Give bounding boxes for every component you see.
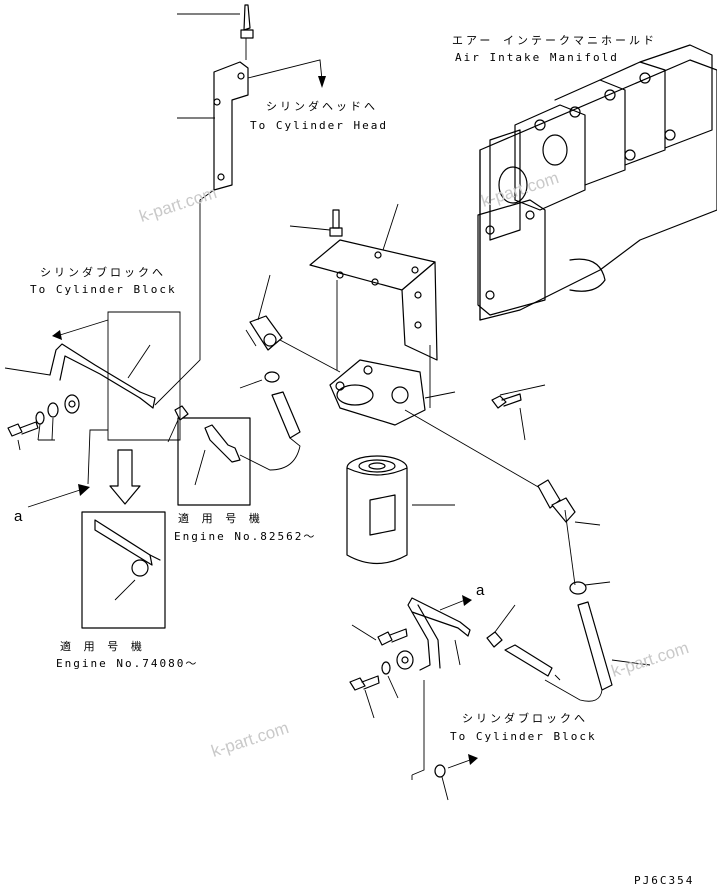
- label-head-jp: シリンダヘッドへ: [266, 100, 378, 113]
- down-arrow: [109, 449, 141, 505]
- lower-bolt-lower: [349, 675, 380, 719]
- drawing-code: PJ6C354: [634, 874, 695, 887]
- label-applic-jp-2: 適 用 号 機: [60, 640, 145, 653]
- right-bolt-upper: [491, 384, 546, 441]
- filter-bracket: [289, 203, 438, 370]
- label-block-jp-right: シリンダブロックへ: [462, 712, 588, 725]
- filter-head: [279, 339, 541, 489]
- upper-left-fitting: [245, 274, 283, 351]
- label-head-en: To Cylinder Head: [250, 119, 388, 132]
- lower-bolt-upper: [351, 624, 408, 646]
- detail-box-82562: [177, 417, 251, 506]
- right-fitting-lower: [504, 644, 561, 681]
- label-manifold-en: Air Intake Manifold: [455, 51, 619, 64]
- label-manifold-jp: エアー インテークマニホールド: [452, 34, 657, 47]
- left-washers: [35, 402, 59, 441]
- air-intake-manifold: [477, 44, 717, 321]
- filter-cartridge: [346, 455, 455, 564]
- label-applic-jp-1: 適 用 号 機: [178, 512, 263, 525]
- hose-clamp: [239, 371, 280, 389]
- lower-washer: [381, 661, 399, 699]
- callout-letter-a-left: a: [14, 508, 23, 525]
- detail-box-74080: [81, 511, 166, 629]
- left-eye-joint: [64, 394, 80, 414]
- callout-letter-a-right: a: [476, 582, 485, 599]
- label-block-jp-left: シリンダブロックへ: [40, 266, 166, 279]
- right-clamp: [569, 581, 611, 595]
- bottom-washer: [411, 680, 478, 801]
- left-bolt: [7, 421, 39, 451]
- label-engine-no-2: Engine No.74080～: [56, 657, 199, 670]
- lower-nut: [486, 604, 516, 648]
- left-pipe: [4, 343, 156, 409]
- right-fitting: [537, 479, 601, 526]
- label-block-en-right: To Cylinder Block: [450, 730, 597, 743]
- label-engine-no-1: Engine No.82562～: [174, 530, 317, 543]
- right-hose: [544, 509, 651, 702]
- upper-bracket: [177, 4, 326, 191]
- label-block-en-left: To Cylinder Block: [30, 283, 177, 296]
- lower-pipe: [396, 595, 472, 671]
- hose: [239, 391, 301, 471]
